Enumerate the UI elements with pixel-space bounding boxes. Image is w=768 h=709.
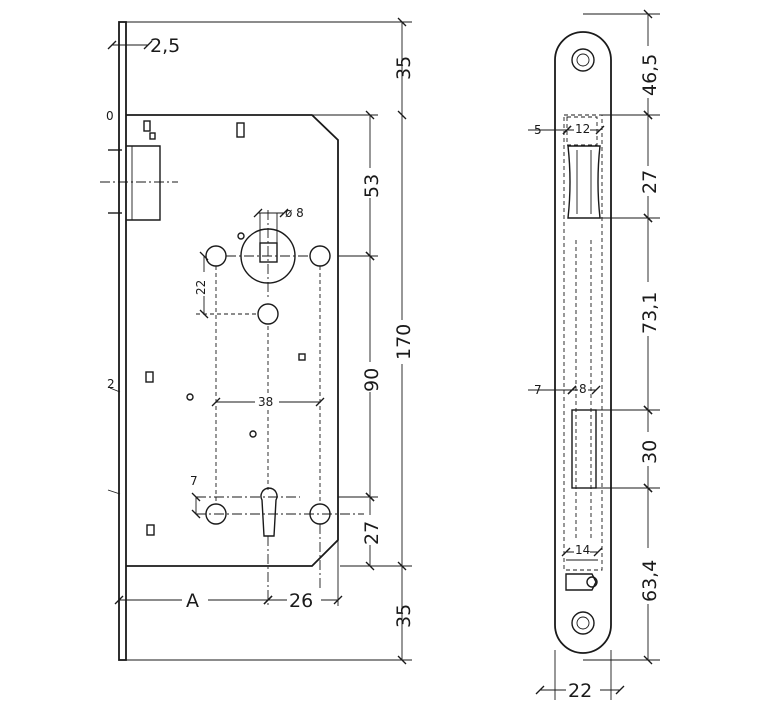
fixing-hole-top-left (205, 245, 227, 267)
side-view: 46,5 27 73,1 30 63,4 22 5 12 7 8 (528, 9, 661, 702)
pin-hole-1 (186, 393, 194, 401)
screw-hole-top (571, 48, 595, 72)
slot-bottom-left (146, 524, 155, 536)
slot-small-square (298, 353, 306, 361)
dim-hole-spacing-vertical: 22 (194, 280, 208, 295)
dim-backset: A (186, 590, 199, 612)
dim-latch-to-bolt: 73,1 (639, 292, 661, 334)
edge-marker-top: 0 (106, 109, 114, 123)
dim-faceplate-thickness: 2,5 (150, 35, 180, 57)
dim-bottom-slot-width: 14 (575, 543, 590, 557)
keyhole (260, 487, 278, 537)
dim-bolt-offset: 7 (534, 383, 542, 397)
pin-hole-3 (237, 232, 245, 240)
dim-key-to-bottom: 27 (361, 521, 383, 545)
faceplate-front (118, 21, 127, 661)
fixing-hole-center (257, 303, 279, 325)
dim-latch-width: 12 (575, 122, 590, 136)
dim-follower-diameter: ø 8 (285, 206, 304, 220)
screw-hole-bottom (571, 611, 595, 635)
follower-square (259, 242, 278, 263)
front-view: 2,5 35 170 35 53 90 27 A 26 ø 8 (100, 17, 415, 665)
dim-top-offset: 35 (393, 56, 415, 80)
slot-top-center (236, 122, 245, 138)
dim-faceplate-width: 22 (568, 680, 592, 702)
dim-latch-height: 27 (639, 170, 661, 194)
dim-top-to-latch: 46,5 (639, 54, 661, 96)
lock-body-outline (126, 114, 339, 567)
dim-latch-to-follower: 53 (361, 174, 383, 198)
dim-bolt-to-bottom: 63,4 (639, 560, 661, 602)
slot-top-left (143, 120, 151, 132)
dim-key-hole-offset: 7 (190, 474, 198, 488)
latch-bolt (126, 145, 161, 221)
lock-body-hidden (563, 114, 603, 571)
dim-bolt-height: 30 (639, 440, 661, 464)
dim-bottom-offset: 35 (393, 604, 415, 628)
dim-bolt-width: 8 (579, 382, 587, 396)
pin-hole-2 (249, 430, 257, 438)
dim-follower-to-key: 90 (361, 368, 383, 392)
slot-mid-left (145, 371, 154, 383)
fixing-hole-top-right (309, 245, 331, 267)
edge-marker-mid: 2 (107, 377, 115, 391)
dim-latch-offset: 5 (534, 123, 542, 137)
deadbolt-side (571, 409, 597, 489)
dim-total-height: 170 (393, 324, 415, 360)
dim-hole-spacing-horizontal: 38 (258, 395, 273, 409)
latch-side (567, 145, 601, 219)
faceplate-side-outline (554, 31, 612, 654)
dim-key-offset: 26 (289, 590, 313, 612)
